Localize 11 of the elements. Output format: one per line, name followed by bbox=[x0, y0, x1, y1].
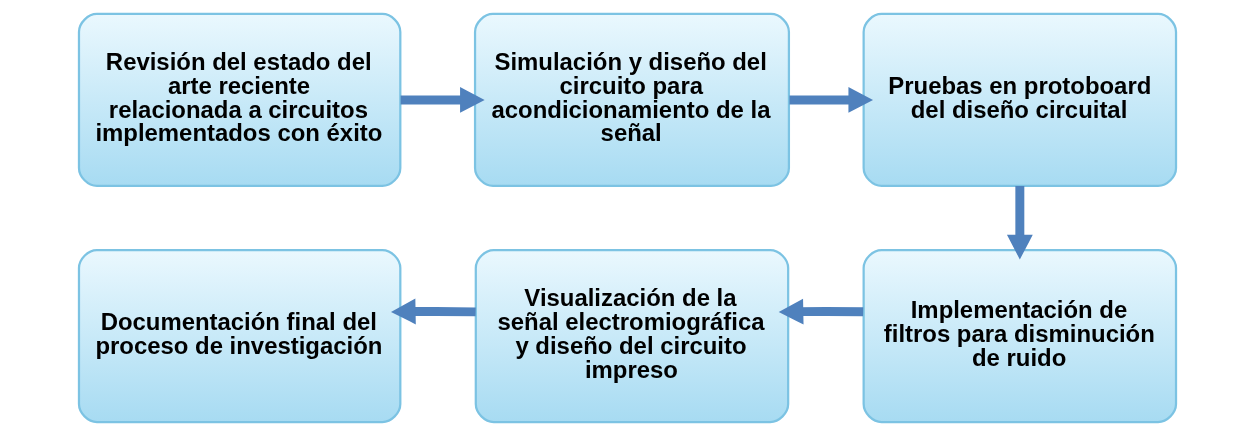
arrow bbox=[778, 298, 864, 325]
node-box: Simulación y diseño del circuito para acondicionamiento de la señal bbox=[473, 12, 791, 187]
arrow bbox=[1006, 186, 1033, 260]
arrow bbox=[400, 87, 485, 113]
node-box: Implementación de filtros para disminución de ruido bbox=[862, 249, 1178, 424]
arrow bbox=[391, 298, 476, 325]
arrow bbox=[789, 87, 874, 113]
node-box: Visualización de la señal electromiográfica y diseño del circuito impreso bbox=[474, 249, 790, 424]
node-box: Pruebas en protoboard del diseño circuital bbox=[862, 12, 1178, 187]
node-box: Documentación final del proceso de investigación bbox=[77, 249, 402, 424]
node-box: Revisión del estado del arte reciente relacionada a circuitos implementados con éxito bbox=[77, 12, 402, 187]
